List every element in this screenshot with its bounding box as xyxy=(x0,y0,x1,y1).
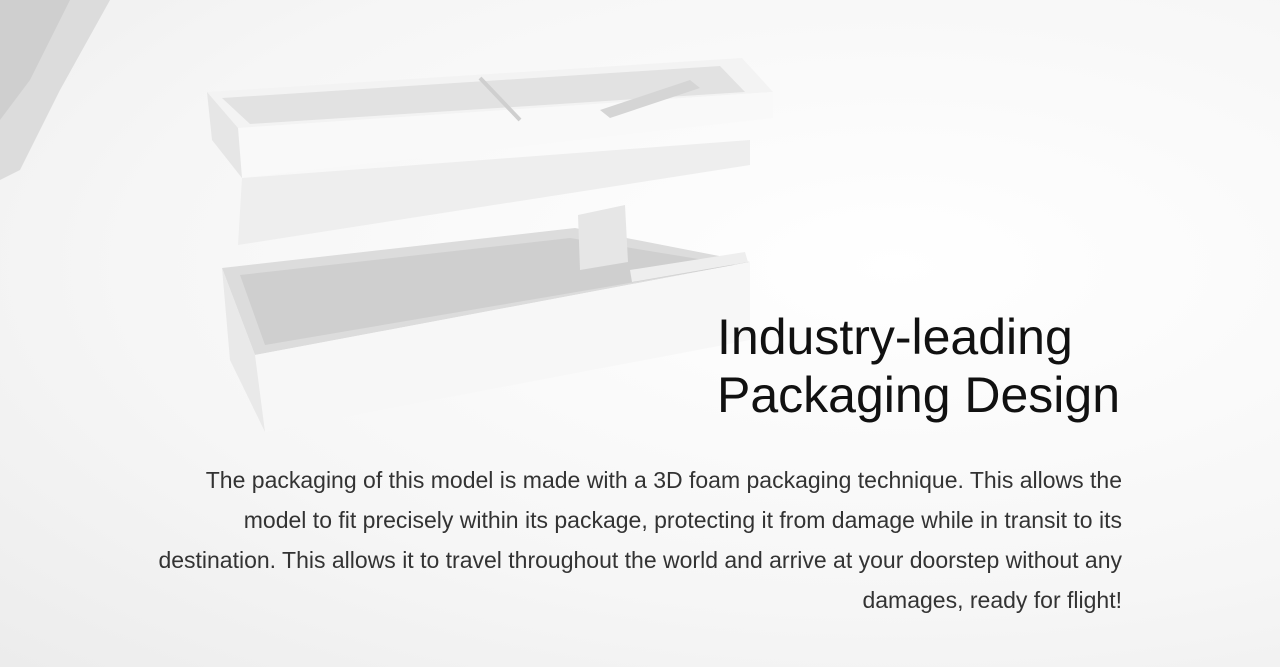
title-line-2: Packaging Design xyxy=(717,367,1121,423)
page-title: Industry-leading Packaging Design xyxy=(717,308,1120,424)
description-text: The packaging of this model is made with… xyxy=(158,467,1122,613)
foam-packaging-illustration xyxy=(0,0,773,432)
title-line-1: Industry-leading xyxy=(717,309,1073,365)
